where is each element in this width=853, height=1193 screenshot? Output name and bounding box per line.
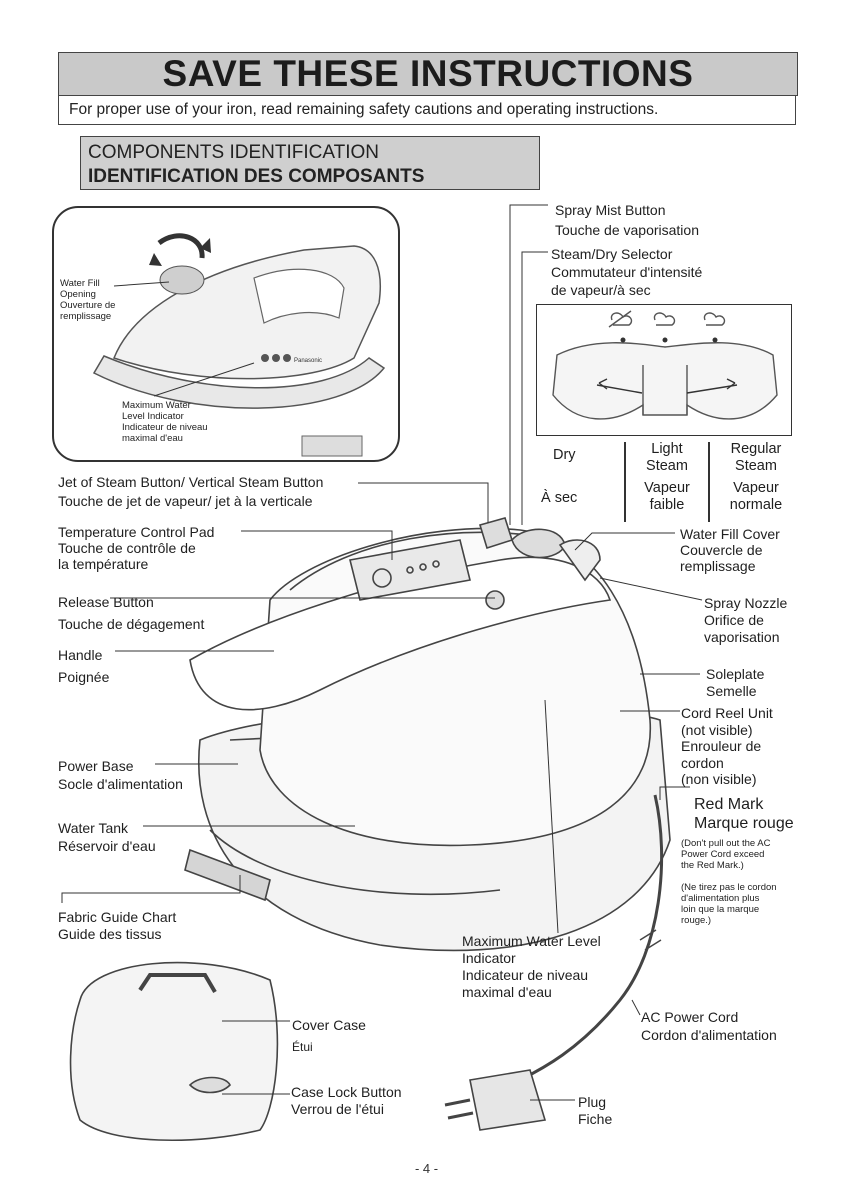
page-banner: SAVE THESE INSTRUCTIONS xyxy=(58,52,798,96)
table-divider xyxy=(708,442,710,522)
steam-dry-selector-diagram xyxy=(536,304,792,436)
components-heading: COMPONENTS IDENTIFICATION IDENTIFICATION… xyxy=(80,136,540,190)
brand-logo-text: Panasonic xyxy=(294,358,322,364)
iron-closeup-illustration: Panasonic xyxy=(92,233,386,457)
jet-of-steam-button-label: Jet of Steam Button/ Vertical Steam Butt… xyxy=(58,474,324,509)
selector-illustration xyxy=(552,310,778,420)
a-sec-label: À sec xyxy=(541,490,578,506)
regular-steam-dot xyxy=(712,337,718,343)
dry-position-dot xyxy=(620,337,626,343)
components-title-en: COMPONENTS IDENTIFICATION xyxy=(88,142,379,163)
components-title-fr: IDENTIFICATION DES COMPOSANTS xyxy=(88,166,425,187)
instruction-bar: For proper use of your iron, read remain… xyxy=(58,95,796,125)
page-number: - 4 - xyxy=(414,1161,439,1176)
table-divider xyxy=(624,442,626,522)
cord-reel-unit-label: Cord Reel Unit(not visible) Enrouleur de… xyxy=(681,705,773,787)
instruction-text: For proper use of your iron, read remain… xyxy=(69,100,659,118)
light-steam-dot xyxy=(662,337,668,343)
dry-label: Dry xyxy=(553,447,576,463)
banner-title: SAVE THESE INSTRUCTIONS xyxy=(162,53,694,94)
